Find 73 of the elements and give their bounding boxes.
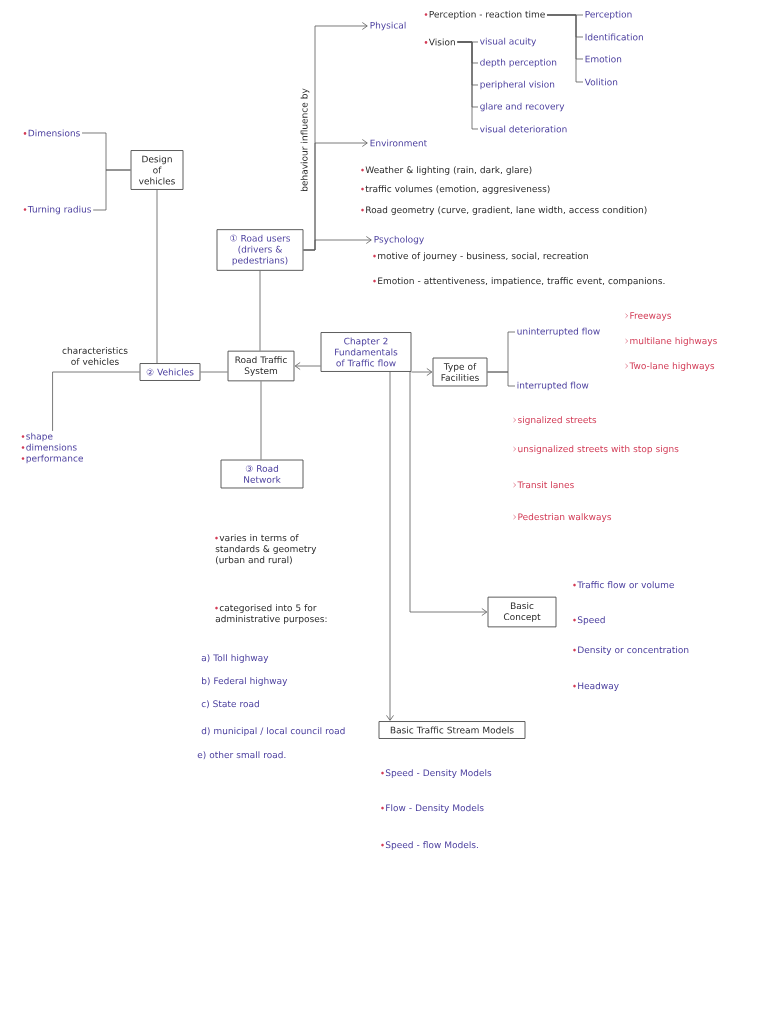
bullet-list: shape dimensions performance (21, 432, 83, 464)
connector-line (260, 380, 262, 460)
branch-label: Emotion (585, 55, 622, 63)
bullet-item: Transit lanes (513, 481, 574, 489)
bullet-item: Road geometry (curve, gradient, lane width, access condition) (361, 206, 647, 215)
branch-label: Physical (370, 21, 406, 31)
branch-label: Perception (585, 10, 632, 20)
arrow (386, 371, 394, 721)
bullet-item: Headway (573, 682, 619, 691)
list-item: e) other small road. (197, 751, 286, 760)
process-box: Chapter 2 Fundamentals of Traffic flow (320, 332, 412, 372)
bullet-item: Two-lane highways (625, 362, 715, 371)
arrow (411, 368, 433, 376)
branch-label: Identification (585, 33, 643, 41)
bullet-item: traffic volumes (emotion, aggresiveness) (361, 185, 550, 194)
connector-line (487, 371, 516, 387)
branch-label: interrupted flow (517, 381, 589, 391)
edge-label: characteristics of vehicles (62, 347, 128, 365)
bullet-item: Density or concentration (573, 646, 689, 655)
connector-line (200, 371, 228, 373)
process-box: ① Road users (drivers & pedestrians) (216, 229, 304, 271)
bullet-item: signalized streets (513, 416, 597, 425)
connector-line (156, 189, 158, 364)
list-item: b) Federal highway (202, 677, 288, 686)
branch-label: depth perception (480, 58, 557, 68)
bullet-item: multilane highways (625, 337, 717, 346)
list-item: d) municipal / local council road (201, 727, 345, 736)
bullet-item: Flow - Density Models (381, 804, 484, 813)
branch-label: uninterrupted flow (517, 327, 600, 337)
process-box: ② Vehicles (139, 363, 201, 381)
connector-line (52, 371, 140, 432)
branch-label: Environment (370, 139, 427, 147)
branch-label: glare and recovery (480, 102, 565, 112)
branch-label: visual deterioration (479, 125, 567, 133)
node-label: performance (26, 454, 83, 464)
bullet-item: categorised into 5 for administrative purposes: (215, 604, 327, 624)
arrow (409, 371, 488, 616)
bullet-item: Turning radius (23, 205, 92, 215)
process-box: Type of Facilities (432, 357, 488, 387)
branch-label: Volition (584, 78, 618, 86)
process-box: Basic Traffic Stream Models (378, 721, 526, 739)
arrow (294, 362, 321, 370)
bullet-item: Emotion - attentiveness, impatience, traffic event, companions. (373, 277, 665, 286)
connector-line (546, 14, 584, 83)
connector-line (456, 41, 479, 130)
bullet-item: Dimensions (23, 129, 80, 137)
bullet-item: Pedestrian walkways (513, 513, 612, 522)
connector-line (92, 169, 131, 211)
edge-label: behaviour influence by (300, 88, 310, 191)
process-box: ③ Road Network (220, 459, 304, 489)
branch-label: Psychology (374, 235, 424, 245)
process-box: Road Traffic System (227, 350, 295, 382)
bullet-item: varies in terms of standards & geometry (urban and rural) (215, 534, 317, 565)
bullet-item: Speed - Density Models (381, 769, 492, 778)
process-box: Basic Concept (487, 596, 557, 628)
arrow (303, 236, 372, 251)
list-item: c) State road (201, 700, 259, 709)
bullet-item: Speed (573, 616, 605, 625)
bullet-item: Speed - flow Models. (381, 841, 478, 850)
bullet-item: Perception - reaction time (424, 10, 545, 20)
list-item: a) Toll highway (201, 654, 269, 663)
bullet-item: motive of journey - business, social, recreation (373, 252, 588, 261)
bullet-item: Vision (424, 38, 455, 46)
connector-line (259, 270, 261, 352)
node-label: dimensions (26, 443, 77, 451)
branch-label: peripheral vision (480, 80, 555, 90)
bullet-item: Traffic flow or volume (573, 581, 674, 589)
process-box: Design of vehicles (130, 150, 184, 190)
branch-label: visual acuity (479, 37, 537, 47)
node-label: shape (26, 432, 53, 442)
bullet-item: Freeways (625, 312, 672, 321)
bullet-item: Weather & lighting (rain, dark, glare) (361, 166, 532, 175)
bullet-item: unsignalized streets with stop signs (513, 445, 679, 454)
